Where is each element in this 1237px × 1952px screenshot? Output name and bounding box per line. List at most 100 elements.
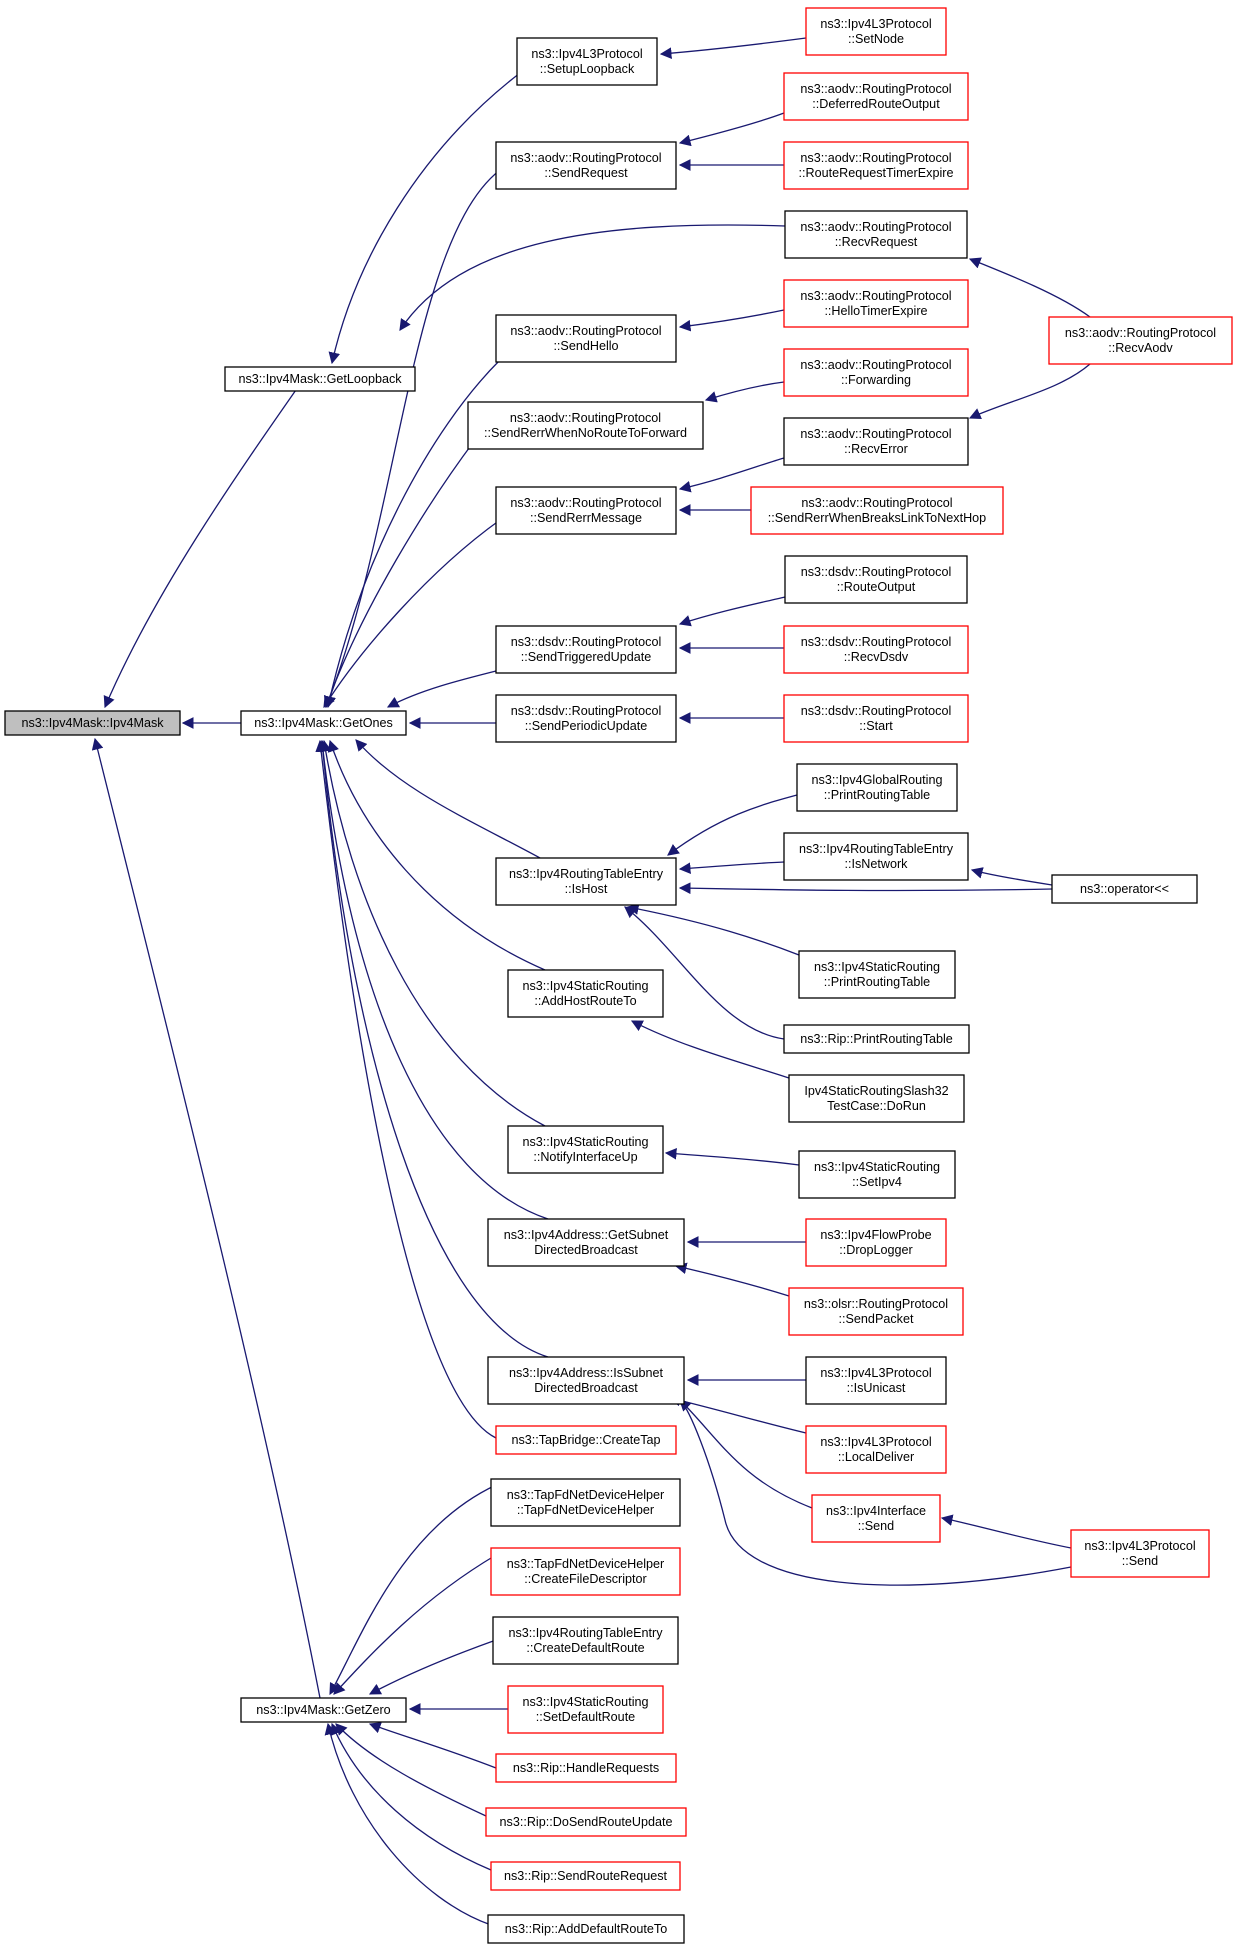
node-label: ::PrintRoutingTable: [824, 788, 930, 802]
node-createtap[interactable]: ns3::TapBridge::CreateTap: [495, 1425, 677, 1455]
node-getsubnet[interactable]: ns3::Ipv4Address::GetSubnetDirectedBroad…: [487, 1218, 685, 1267]
edge-recvaodv-to-recverror: [968, 363, 1091, 420]
node-label: ::IsHost: [565, 882, 608, 896]
edge-l3send-to-ifacesend: [940, 1514, 1072, 1549]
node-l3send[interactable]: ns3::Ipv4L3Protocol::Send: [1070, 1529, 1210, 1578]
node-label: ns3::dsdv::RoutingProtocol: [511, 704, 662, 718]
edge-operator-to-isnetwork: [970, 867, 1053, 886]
node-box: [495, 857, 677, 906]
node-tapfdcreate[interactable]: ns3::TapFdNetDeviceHelper::CreateFileDes…: [490, 1547, 681, 1596]
node-dsdvstart[interactable]: ns3::dsdv::RoutingProtocol::Start: [783, 694, 969, 743]
node-issubnet[interactable]: ns3::Ipv4Address::IsSubnetDirectedBroadc…: [487, 1356, 685, 1405]
node-getzero[interactable]: ns3::Ipv4Mask::GetZero: [240, 1697, 407, 1723]
node-label: ns3::Rip::AddDefaultRouteTo: [505, 1922, 667, 1936]
node-getloopback[interactable]: ns3::Ipv4Mask::GetLoopback: [224, 366, 416, 392]
node-label: ::SendHello: [553, 339, 618, 353]
edge-forwarding-to-sendrerrnoroute: [704, 381, 785, 403]
node-label: ns3::Ipv4StaticRouting: [522, 979, 648, 993]
node-isunicast[interactable]: ns3::Ipv4L3Protocol::IsUnicast: [805, 1356, 947, 1405]
node-operator[interactable]: ns3::operator<<: [1051, 874, 1198, 904]
node-l3setnode[interactable]: ns3::Ipv4L3Protocol::SetNode: [805, 7, 947, 56]
node-box: [783, 279, 969, 328]
node-ripprint[interactable]: ns3::Rip::PrintRoutingTable: [783, 1024, 970, 1054]
node-sendrerrnoroute[interactable]: ns3::aodv::RoutingProtocol::SendRerrWhen…: [467, 401, 704, 450]
node-dsdvtrig[interactable]: ns3::dsdv::RoutingProtocol::SendTriggere…: [495, 625, 677, 674]
node-box: [492, 1616, 679, 1665]
node-box: [783, 625, 969, 674]
node-label: ::IsUnicast: [847, 1381, 906, 1395]
node-ishost[interactable]: ns3::Ipv4RoutingTableEntry::IsHost: [495, 857, 677, 906]
node-forwarding[interactable]: ns3::aodv::RoutingProtocol::Forwarding: [783, 348, 969, 397]
edge-sendrerrnoroute-to-getones: [323, 439, 476, 709]
node-box: [783, 1024, 970, 1054]
node-label: ns3::Ipv4Address::GetSubnet: [504, 1228, 669, 1242]
node-dsdvperiodic[interactable]: ns3::dsdv::RoutingProtocol::SendPeriodic…: [495, 694, 677, 743]
node-label: ns3::Rip::HandleRequests: [513, 1761, 659, 1775]
node-box: [507, 1685, 664, 1734]
node-localdeliver[interactable]: ns3::Ipv4L3Protocol::LocalDeliver: [805, 1425, 947, 1474]
node-label: TestCase::DoRun: [827, 1099, 926, 1113]
node-label: ns3::Rip::DoSendRouteUpdate: [500, 1815, 673, 1829]
node-tapfdctor[interactable]: ns3::TapFdNetDeviceHelper::TapFdNetDevic…: [490, 1478, 681, 1527]
node-label: ::RecvRequest: [835, 235, 918, 249]
node-hellotimer[interactable]: ns3::aodv::RoutingProtocol::HelloTimerEx…: [783, 279, 969, 328]
edge-hellotimer-to-sendhello: [678, 309, 785, 332]
node-riphandle[interactable]: ns3::Rip::HandleRequests: [495, 1753, 677, 1783]
node-box: [490, 1861, 681, 1891]
node-box: [783, 72, 969, 121]
node-sendrequest[interactable]: ns3::aodv::RoutingProtocol::SendRequest: [495, 141, 677, 190]
node-label: ::SetIpv4: [852, 1175, 902, 1189]
edge-sendrequest-to-getones: [324, 169, 501, 709]
edge-ripdosend-to-getzero: [335, 1723, 487, 1817]
node-staticprint[interactable]: ns3::Ipv4StaticRouting::PrintRoutingTabl…: [798, 950, 956, 999]
node-recverror[interactable]: ns3::aodv::RoutingProtocol::RecvError: [783, 417, 969, 466]
edge-ripadddefault-to-getzero: [324, 1722, 492, 1926]
node-sendrerrmsg[interactable]: ns3::aodv::RoutingProtocol::SendRerrMess…: [495, 486, 677, 535]
node-recvrequest[interactable]: ns3::aodv::RoutingProtocol::RecvRequest: [784, 210, 968, 259]
node-isnetwork[interactable]: ns3::Ipv4RoutingTableEntry::IsNetwork: [783, 832, 969, 881]
node-getones[interactable]: ns3::Ipv4Mask::GetOnes: [240, 710, 407, 736]
node-label: ns3::aodv::RoutingProtocol: [510, 411, 661, 425]
node-recvaodv[interactable]: ns3::aodv::RoutingProtocol::RecvAodv: [1048, 316, 1233, 365]
node-box: [788, 1287, 964, 1336]
node-root[interactable]: ns3::Ipv4Mask::Ipv4Mask: [4, 710, 181, 736]
node-label: ::SendRerrWhenNoRouteToForward: [484, 426, 687, 440]
edge-ripsendreq-to-getzero: [330, 1722, 492, 1871]
node-sendrerrbreaks[interactable]: ns3::aodv::RoutingProtocol::SendRerrWhen…: [750, 486, 1004, 535]
node-ifacesend[interactable]: ns3::Ipv4Interface::Send: [811, 1494, 941, 1543]
node-label: ns3::aodv::RoutingProtocol: [800, 151, 951, 165]
node-setdefault[interactable]: ns3::Ipv4StaticRouting::SetDefaultRoute: [507, 1685, 664, 1734]
node-box: [490, 1478, 681, 1527]
node-label: ::SendPacket: [839, 1312, 914, 1326]
edge-ifacesend-to-issubnet: [679, 1399, 813, 1509]
edge-isnetwork-to-ishost: [678, 861, 785, 875]
node-label: ns3::Rip::PrintRoutingTable: [800, 1032, 953, 1046]
node-olsrsend[interactable]: ns3::olsr::RoutingProtocol::SendPacket: [788, 1287, 964, 1336]
node-notifyup[interactable]: ns3::Ipv4StaticRouting::NotifyInterfaceU…: [507, 1125, 664, 1174]
node-label: ns3::operator<<: [1080, 882, 1169, 896]
node-ripsendreq[interactable]: ns3::Rip::SendRouteRequest: [490, 1861, 681, 1891]
node-ripadddefault[interactable]: ns3::Rip::AddDefaultRouteTo: [487, 1914, 685, 1944]
node-deferred[interactable]: ns3::aodv::RoutingProtocol::DeferredRout…: [783, 72, 969, 121]
node-setipv4[interactable]: ns3::Ipv4StaticRouting::SetIpv4: [798, 1150, 956, 1199]
node-label: ::Forwarding: [841, 373, 911, 387]
node-ripdosend[interactable]: ns3::Rip::DoSendRouteUpdate: [485, 1807, 687, 1837]
node-dsdvrecv[interactable]: ns3::dsdv::RoutingProtocol::RecvDsdv: [783, 625, 969, 674]
node-label: ns3::Ipv4L3Protocol: [820, 1435, 931, 1449]
node-addhost[interactable]: ns3::Ipv4StaticRouting::AddHostRouteTo: [507, 969, 664, 1018]
node-dsdvrouteoutput[interactable]: ns3::dsdv::RoutingProtocol::RouteOutput: [784, 555, 968, 604]
node-droplogger[interactable]: ns3::Ipv4FlowProbe::DropLogger: [805, 1218, 947, 1267]
node-box: [805, 1356, 947, 1405]
node-label: ns3::dsdv::RoutingProtocol: [801, 565, 952, 579]
node-rreqtimer[interactable]: ns3::aodv::RoutingProtocol::RouteRequest…: [783, 141, 969, 190]
node-box: [811, 1494, 941, 1543]
node-globalprint[interactable]: ns3::Ipv4GlobalRouting::PrintRoutingTabl…: [796, 763, 958, 812]
edge-createdefault-to-getzero: [368, 1639, 497, 1695]
node-label: ::Start: [859, 719, 893, 733]
node-label: ::LocalDeliver: [838, 1450, 914, 1464]
node-setuploopback[interactable]: ns3::Ipv4L3Protocol::SetupLoopback: [516, 37, 658, 86]
node-sendhello[interactable]: ns3::aodv::RoutingProtocol::SendHello: [495, 314, 677, 363]
node-createdefault[interactable]: ns3::Ipv4RoutingTableEntry::CreateDefaul…: [492, 1616, 679, 1665]
node-label: ns3::dsdv::RoutingProtocol: [801, 704, 952, 718]
